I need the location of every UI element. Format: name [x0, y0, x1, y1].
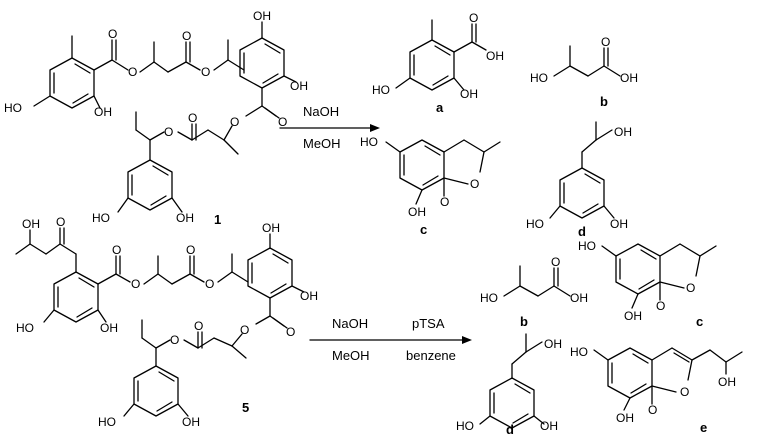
compound-5-atom-labels: OH O O O O O OH OH HO OH O O O O HO OH [16, 215, 318, 429]
atom-o: O [686, 281, 695, 295]
atom-ho: HO [570, 345, 588, 359]
atom-o: O [440, 195, 449, 209]
product-c-structure-top [385, 139, 501, 205]
atom-o: O [286, 325, 295, 339]
atom-o: O [470, 177, 479, 191]
atom-o: O [278, 115, 287, 129]
compound-label-a: a [436, 100, 444, 115]
compound-label-5: 5 [242, 400, 249, 415]
atom-o: O [201, 65, 210, 79]
product-c-structure-bottom [601, 243, 717, 309]
atom-oh: OH [408, 205, 426, 219]
compound-label-c-bottom: c [696, 314, 703, 329]
reagent-meoh-bottom: MeOH [332, 348, 370, 363]
atom-o: O [108, 27, 117, 41]
product-d-structure-top [549, 121, 615, 219]
product-d-structure-bottom [479, 333, 545, 429]
product-a-structure [395, 19, 487, 91]
atom-o: O [680, 385, 689, 399]
atom-oh: OH [718, 375, 736, 389]
atom-oh: OH [616, 411, 634, 425]
reagent-ptsa: pTSA [412, 316, 445, 331]
atom-ho: HO [526, 217, 544, 231]
reagent-benzene: benzene [406, 348, 456, 363]
reagent-naoh-bottom: NaOH [332, 316, 368, 331]
atom-o: O [186, 243, 195, 257]
atom-oh: OH [94, 105, 112, 119]
atom-ho: HO [98, 415, 116, 429]
reagent-naoh-top: NaOH [303, 104, 339, 119]
atom-ho: HO [480, 291, 498, 305]
atom-o: O [170, 333, 179, 347]
atom-o: O [205, 277, 214, 291]
atom-oh: OH [620, 71, 638, 85]
atom-oh: OH [610, 217, 628, 231]
reagent-meoh-top: MeOH [303, 136, 341, 151]
atom-oh: OH [182, 415, 200, 429]
atom-o: O [656, 299, 665, 313]
compound-1-structure [33, 21, 297, 213]
atom-oh: OH [300, 289, 318, 303]
atom-o: O [182, 29, 191, 43]
atom-ho: HO [456, 419, 474, 433]
atom-o: O [648, 403, 657, 417]
product-b-structure-top [553, 45, 621, 77]
compound-label-e: e [700, 420, 707, 434]
atom-o: O [188, 111, 197, 125]
atom-oh: OH [624, 309, 642, 323]
atom-o: O [56, 215, 65, 229]
compound-label-c-top: c [420, 222, 427, 237]
atom-o: O [194, 319, 203, 333]
atom-o: O [469, 11, 478, 25]
atom-o: O [112, 243, 121, 257]
atom-ho: HO [92, 211, 110, 225]
atom-oh: OH [290, 79, 308, 93]
atom-ho: HO [16, 321, 34, 335]
atom-o: O [601, 35, 610, 49]
atom-oh: OH [540, 419, 558, 433]
product-b-structure-bottom [503, 265, 571, 297]
atom-oh: OH [22, 217, 40, 231]
atom-ho: HO [4, 101, 22, 115]
atom-oh: OH [614, 125, 632, 139]
atom-o: O [164, 125, 173, 139]
atom-oh: OH [176, 211, 194, 225]
atom-oh: OH [570, 291, 588, 305]
compound-label-1: 1 [214, 212, 221, 227]
atom-oh: OH [486, 49, 504, 63]
atom-ho: HO [372, 83, 390, 97]
compound-label-d-bottom: d [506, 422, 514, 434]
atom-o: O [551, 255, 560, 269]
atom-o: O [230, 115, 239, 129]
atom-o: O [128, 65, 137, 79]
atom-ho: HO [530, 71, 548, 85]
reaction-arrow-bottom-head [462, 336, 472, 344]
compound-label-b-top: b [600, 94, 608, 109]
atom-ho: HO [360, 135, 378, 149]
reaction-arrow-top-head [370, 124, 380, 132]
compound-5-structure [15, 227, 305, 417]
compound-label-b-bottom: b [520, 314, 528, 329]
atom-oh: OH [544, 337, 562, 351]
compound-1-atom-labels: O O O O OH OH HO OH O O O O HO OH [4, 9, 308, 225]
atom-ho: HO [578, 239, 596, 253]
atom-oh: OH [460, 87, 478, 101]
compound-label-d-top: d [578, 224, 586, 239]
atom-oh: OH [253, 9, 271, 23]
atom-oh: OH [262, 221, 280, 235]
atom-oh: OH [100, 321, 118, 335]
product-e-structure [593, 347, 743, 411]
atom-o: O [131, 277, 140, 291]
atom-o: O [240, 323, 249, 337]
